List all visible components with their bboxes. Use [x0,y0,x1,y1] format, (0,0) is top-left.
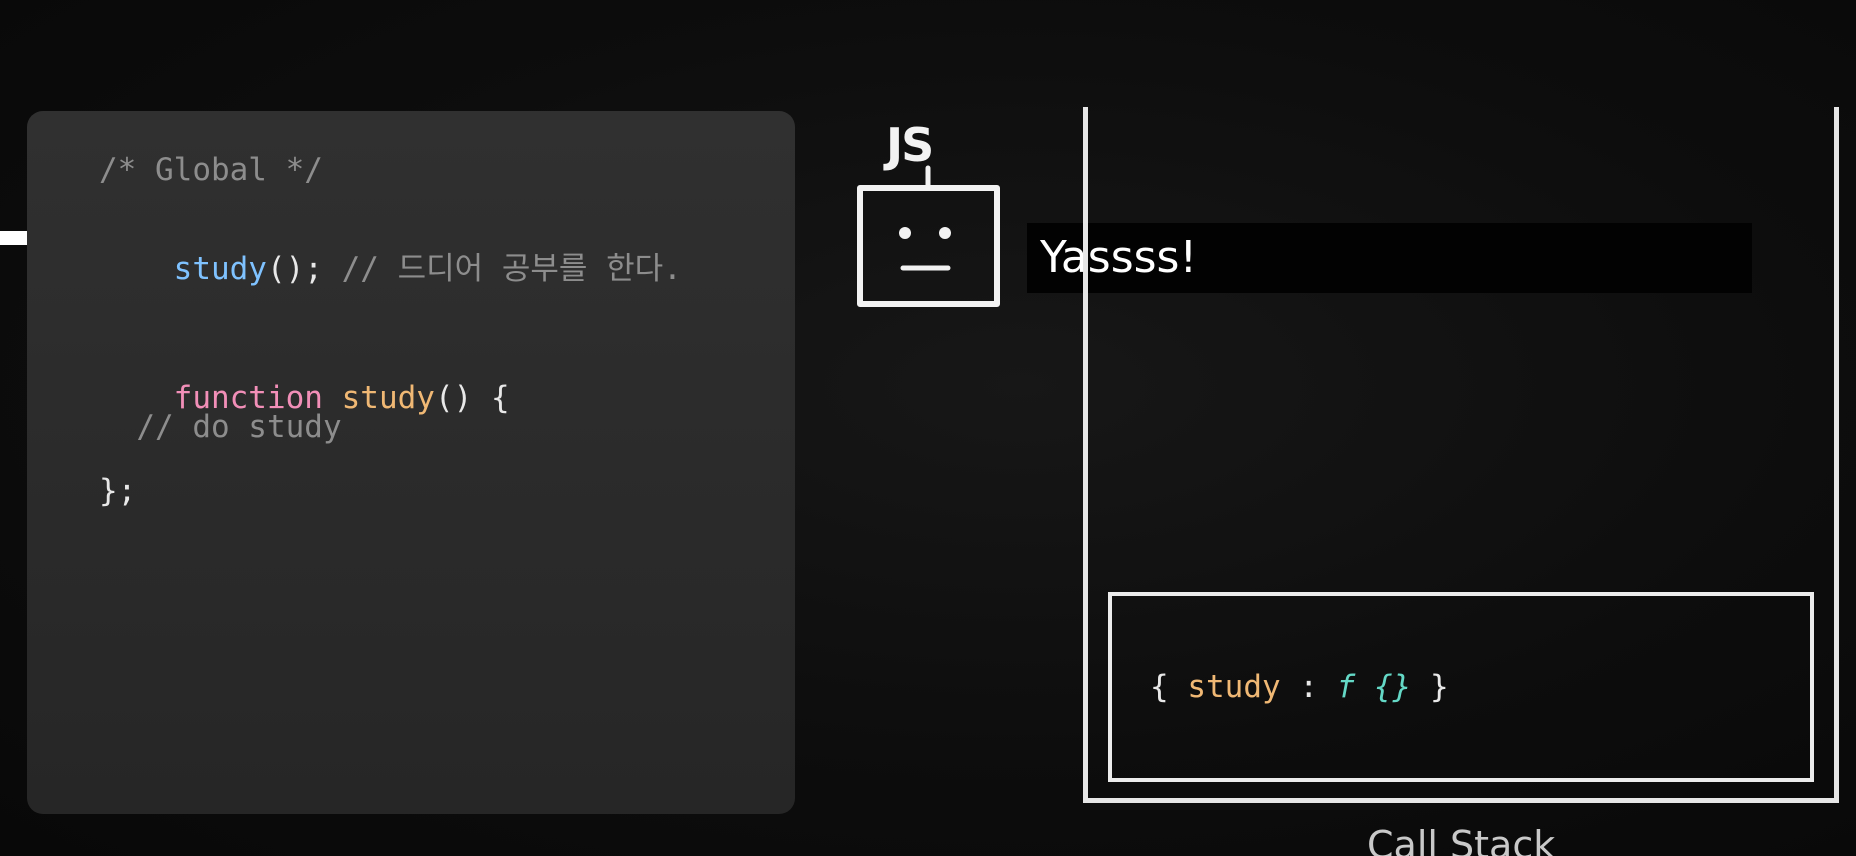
frame-separator: : [1280,669,1337,705]
frame-content: { study : f {} } [1150,669,1449,705]
frame-key: study [1187,669,1281,705]
frame-open-brace: { [1150,669,1188,705]
code-line-1: /* Global */ [99,152,323,188]
frame-close-brace: } [1411,669,1449,705]
speech-bubble: Yassss! [1027,223,1752,293]
robot-label: JS [886,118,934,172]
function-name: study [341,380,435,416]
call-stack-container [1083,107,1839,803]
frame-value: f {} [1336,669,1412,705]
robot-face-icon [857,165,1000,307]
call-punctuation: (); [266,251,323,287]
js-engine-robot: JS [850,118,1010,313]
code-comment: // 드디어 공부를 한다. [322,251,682,287]
code-line-2: study(); // 드디어 공부를 한다. [99,215,682,323]
code-line-3: function study() { [99,344,510,452]
function-signature: () { [434,380,510,416]
global-execution-context-frame: { study : f {} } [1108,592,1814,782]
code-line-5: }; [99,473,137,509]
code-panel: /* Global */ study(); // 드디어 공부를 한다. fun… [27,111,795,814]
function-call: study [173,251,267,287]
call-stack-label: Call Stack [1367,823,1556,856]
function-keyword: function [173,380,323,416]
code-line-4: // do study [99,409,342,445]
speech-text: Yassss! [1040,232,1198,283]
